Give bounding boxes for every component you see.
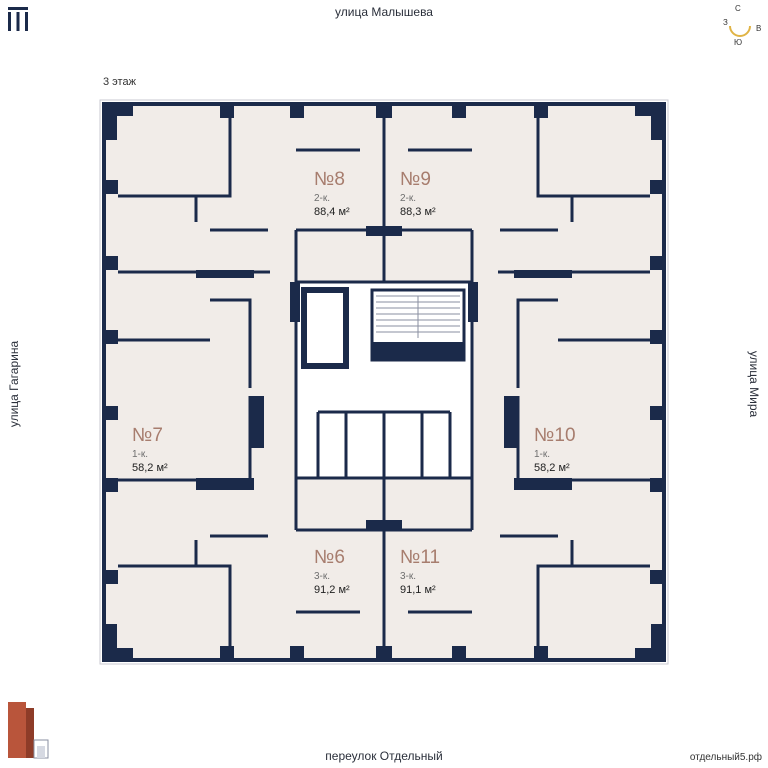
corridor-walls bbox=[196, 226, 572, 530]
apartment-area: 58,2 м² bbox=[132, 462, 168, 474]
compass-south: Ю bbox=[734, 38, 743, 47]
apartment-7[interactable]: №7 1-к. 58,2 м² bbox=[132, 426, 168, 475]
compass-north: С bbox=[735, 4, 741, 13]
floor-label: 3 этаж bbox=[103, 76, 136, 88]
interior-walls bbox=[118, 104, 650, 660]
compass-west: З bbox=[723, 18, 728, 27]
apartment-10[interactable]: №10 1-к. 58,2 м² bbox=[534, 426, 576, 475]
window-line bbox=[99, 99, 669, 665]
apartment-number: №7 bbox=[132, 425, 163, 446]
stairs bbox=[376, 295, 460, 338]
site-link[interactable]: отдельный5.рф bbox=[689, 752, 762, 763]
apartment-type: 3-к. bbox=[400, 571, 417, 582]
apartment-6[interactable]: №6 3-к. 91,2 м² bbox=[314, 548, 350, 597]
apartment-number: №8 bbox=[314, 169, 345, 190]
apartment-area: 91,2 м² bbox=[314, 584, 350, 596]
apartment-area: 91,1 м² bbox=[400, 584, 436, 596]
apartment-type: 1-к. bbox=[534, 449, 551, 460]
apartment-number: №11 bbox=[400, 547, 441, 568]
apartment-type: 3-к. bbox=[314, 571, 331, 582]
apartment-8[interactable]: №8 2-к. 88,4 м² bbox=[314, 170, 350, 219]
apartment-11[interactable]: №11 3-к. 91,1 м² bbox=[400, 548, 440, 597]
apartment-number: №6 bbox=[314, 547, 345, 568]
central-core bbox=[294, 280, 474, 480]
apartment-area: 88,3 м² bbox=[400, 206, 436, 218]
apartment-9[interactable]: №9 2-к. 88,3 м² bbox=[400, 170, 436, 219]
apartment-type: 1-к. bbox=[132, 449, 149, 460]
apartment-area: 58,2 м² bbox=[534, 462, 570, 474]
brand-logo-icon[interactable] bbox=[7, 6, 29, 32]
facade-columns bbox=[104, 104, 664, 660]
apartment-number: №9 bbox=[400, 169, 431, 190]
corner-pillars bbox=[103, 104, 665, 660]
apartment-type: 2-к. bbox=[314, 193, 331, 204]
compass-east: В bbox=[756, 24, 762, 33]
street-label-top: улица Малышева bbox=[335, 5, 433, 19]
building-thumbnail-icon[interactable] bbox=[6, 700, 50, 760]
street-label-bottom: переулок Отдельный bbox=[325, 749, 443, 763]
compass-icon: С З В Ю bbox=[722, 4, 766, 50]
apartment-area: 88,4 м² bbox=[314, 206, 350, 218]
apartment-number: №10 bbox=[534, 425, 576, 446]
apartment-type: 2-к. bbox=[400, 193, 417, 204]
